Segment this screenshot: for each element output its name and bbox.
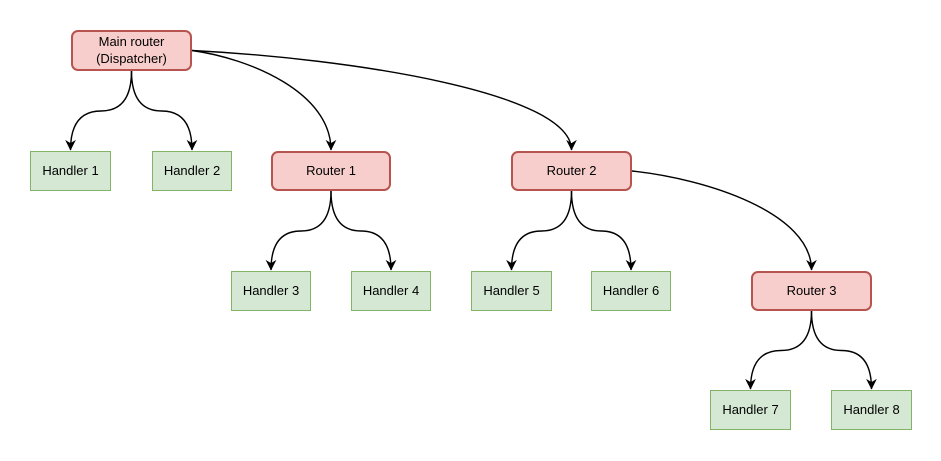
node-h1: Handler 1 bbox=[30, 151, 111, 191]
node-label: Handler 7 bbox=[722, 401, 779, 417]
node-h6: Handler 6 bbox=[591, 271, 671, 311]
edge-main-r1 bbox=[191, 49, 337, 151]
node-label: Handler 2 bbox=[163, 162, 221, 178]
edge-r1-h3 bbox=[265, 190, 332, 271]
node-label: Handler 6 bbox=[602, 282, 660, 298]
node-h3: Handler 3 bbox=[231, 271, 311, 311]
node-label: Handler 3 bbox=[242, 282, 300, 298]
node-label: Handler 4 bbox=[362, 282, 420, 298]
node-label: Handler 1 bbox=[42, 162, 99, 178]
edge-main-r2 bbox=[191, 49, 577, 151]
node-h5: Handler 5 bbox=[471, 271, 552, 311]
node-r1: Router 1 bbox=[271, 151, 391, 191]
node-main: Main router (Dispatcher) bbox=[71, 30, 192, 71]
edge-r3-h7 bbox=[745, 310, 813, 390]
edge-main-h2 bbox=[130, 70, 198, 151]
edge-r2-r3 bbox=[631, 170, 817, 271]
edges-group bbox=[65, 49, 877, 390]
node-label: Handler 5 bbox=[483, 282, 540, 298]
node-label: Handler 8 bbox=[843, 401, 900, 417]
node-label: Main router (Dispatcher) bbox=[96, 34, 167, 66]
edge-main-h1 bbox=[65, 70, 133, 151]
node-h2: Handler 2 bbox=[152, 151, 232, 191]
node-h7: Handler 7 bbox=[710, 390, 791, 430]
node-r2: Router 2 bbox=[511, 151, 632, 191]
edge-r2-h6 bbox=[570, 190, 637, 271]
node-h4: Handler 4 bbox=[351, 271, 431, 311]
node-label: Router 2 bbox=[546, 162, 597, 178]
node-r3: Router 3 bbox=[751, 271, 872, 311]
edge-r1-h4 bbox=[330, 190, 397, 271]
edge-r2-h5 bbox=[506, 190, 573, 271]
node-label: Router 3 bbox=[786, 282, 837, 298]
edge-r3-h8 bbox=[810, 310, 877, 390]
node-label: Router 1 bbox=[306, 162, 356, 178]
node-h8: Handler 8 bbox=[831, 390, 912, 430]
